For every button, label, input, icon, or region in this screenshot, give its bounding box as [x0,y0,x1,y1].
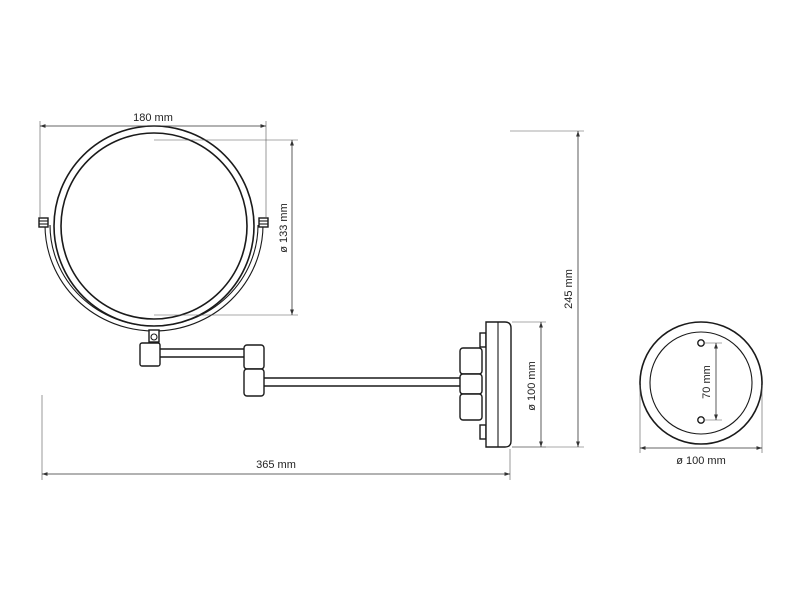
dimension-245mm-label: 245 mm [563,269,575,309]
swivel-knob-right [258,217,269,228]
dimension-70mm: 70 mm [701,342,722,421]
dimension-100mm-side-label: ø 100 mm [526,361,538,411]
dimension-180mm: 180 mm [39,112,267,218]
dimension-365mm-label: 365 mm [256,459,296,471]
dimension-245mm: 245 mm [510,130,584,448]
mirror-head [38,125,269,343]
mounting-hole-top [697,339,705,347]
dimension-100mm-front-label: ø 100 mm [676,455,726,467]
dimension-180mm-label: 180 mm [133,112,173,124]
swing-arm [139,332,487,440]
swivel-knob-left [38,217,49,228]
dimension-365mm: 365 mm [41,395,511,480]
dimension-70mm-label: 70 mm [701,365,713,399]
dimension-133mm-label: ø 133 mm [278,203,290,253]
wall-plate-front [639,321,763,445]
wall-plate-side [485,321,512,448]
dimension-100mm-side: ø 100 mm [512,321,546,448]
mounting-hole-bottom [697,416,705,424]
dimension-133mm: ø 133 mm [154,139,298,316]
dimension-100mm-front: ø 100 mm [639,385,763,467]
